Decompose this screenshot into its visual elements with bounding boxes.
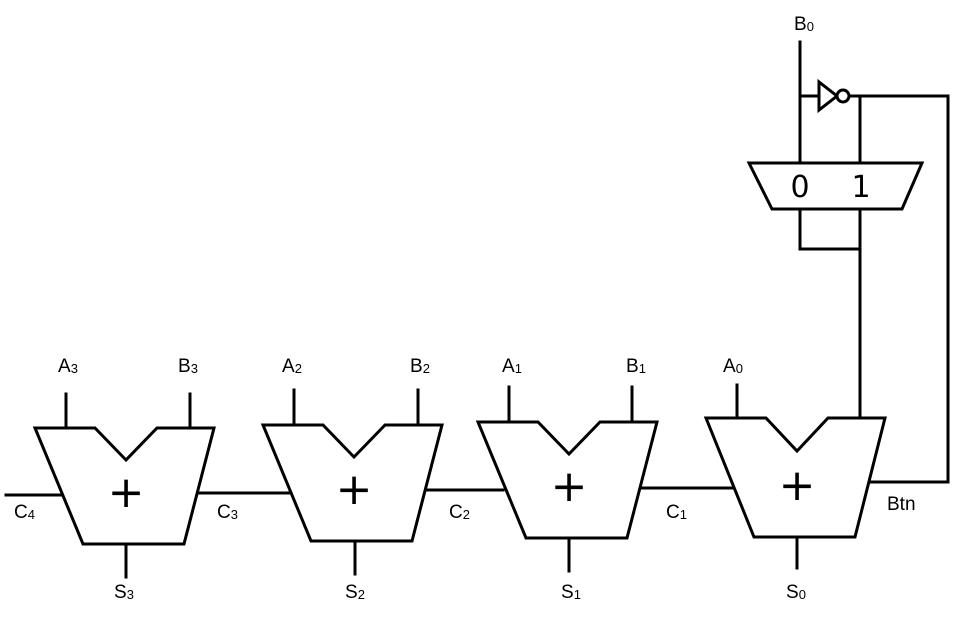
label-a0: A0	[723, 356, 743, 377]
label-s3: S3	[114, 582, 134, 603]
label-b0-select: B0	[794, 14, 814, 35]
adder-3-body	[32, 426, 216, 546]
inverter-bubble	[835, 88, 851, 104]
inverter-triangle	[817, 78, 840, 114]
label-a2: A2	[282, 356, 302, 377]
adder-2-plus-sign: +	[336, 464, 373, 515]
mux-input-0-label: 0	[790, 170, 809, 205]
label-b1: B1	[626, 356, 646, 377]
label-b3: B3	[178, 356, 198, 377]
label-s2: S2	[345, 582, 365, 603]
wire-btn	[848, 94, 950, 484]
label-c3: C3	[217, 502, 238, 523]
labels: A3 B3 S3 A2 B2 S2 A1 B1 S1 A0 S0 C4 C3 C…	[14, 14, 916, 603]
label-s0: S0	[786, 582, 806, 603]
label-c4: C4	[14, 502, 35, 523]
adder-0: +	[703, 416, 887, 539]
mux-body	[746, 161, 925, 211]
label-c2: C2	[449, 502, 470, 523]
mux-input-1-label: 1	[851, 170, 870, 205]
inverter	[817, 78, 851, 114]
adder-1-plus-sign: +	[551, 461, 588, 512]
label-a3: A3	[58, 356, 78, 377]
adder-1-body	[475, 420, 659, 540]
label-b2: B2	[410, 356, 430, 377]
label-s1: S1	[561, 582, 581, 603]
adder-2-body	[260, 423, 444, 543]
adder-3-plus-sign: +	[108, 467, 145, 518]
wires	[4, 40, 950, 579]
label-btn: Btn	[887, 494, 916, 515]
adder-2: +	[260, 423, 444, 543]
adder-0-plus-sign: +	[779, 460, 816, 511]
adder-0-body	[703, 416, 887, 539]
label-a1: A1	[502, 356, 522, 377]
adder-1: +	[475, 420, 659, 540]
label-c1: C1	[666, 502, 687, 523]
multiplexer: 0 1	[746, 161, 925, 211]
adder-3: +	[32, 426, 216, 546]
